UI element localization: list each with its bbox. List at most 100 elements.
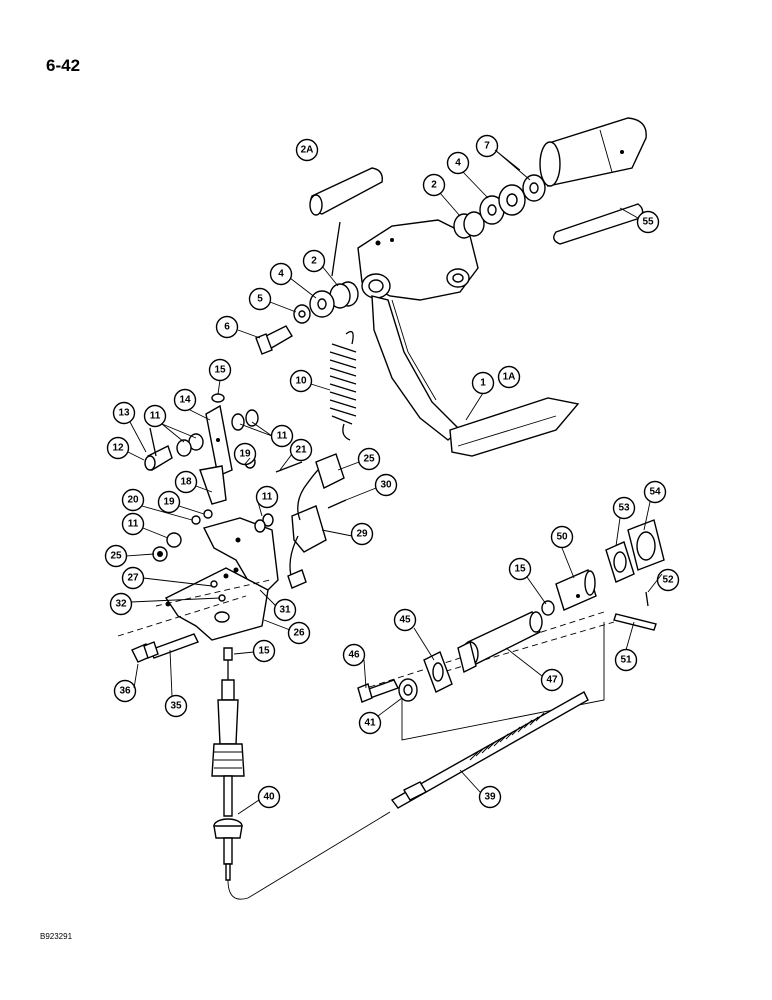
alignment-line-3 <box>359 611 605 691</box>
svg-text:2: 2 <box>311 256 317 267</box>
callout-6: 6 <box>215 315 239 339</box>
callout-32: 32 <box>109 592 133 616</box>
svg-text:11: 11 <box>262 492 273 503</box>
svg-text:14: 14 <box>179 395 191 406</box>
callout-30: 30 <box>374 473 398 497</box>
svg-text:7: 7 <box>484 141 490 152</box>
alignment-line-1 <box>117 595 247 637</box>
callout-55: 55 <box>636 210 660 234</box>
callout-25: 25 <box>357 447 381 471</box>
cylinder-assembly <box>357 519 665 703</box>
switch-bracket <box>164 517 279 641</box>
svg-text:53: 53 <box>618 503 630 514</box>
callout-36: 36 <box>113 679 137 703</box>
svg-text:26: 26 <box>293 628 305 639</box>
svg-text:31: 31 <box>279 605 291 616</box>
svg-text:35: 35 <box>170 701 182 712</box>
svg-text:1: 1 <box>480 378 486 389</box>
pivot-pin-55 <box>553 203 644 245</box>
svg-text:46: 46 <box>348 650 360 661</box>
svg-text:27: 27 <box>127 573 139 584</box>
callout-13: 13 <box>112 401 136 425</box>
callout-5: 5 <box>248 287 272 311</box>
svg-text:51: 51 <box>620 655 632 666</box>
callout-51: 51 <box>614 648 638 672</box>
callout-15: 15 <box>508 557 532 581</box>
callout-2: 2 <box>422 173 446 197</box>
callout-39: 39 <box>478 785 502 809</box>
svg-text:12: 12 <box>112 443 124 454</box>
callout-7: 7 <box>475 134 499 158</box>
svg-text:18: 18 <box>180 477 192 488</box>
svg-text:11: 11 <box>277 431 288 442</box>
pivot-pin-2a <box>309 167 383 216</box>
svg-text:19: 19 <box>163 497 175 508</box>
callout-21: 21 <box>289 438 313 462</box>
svg-text:15: 15 <box>258 646 270 657</box>
callout-15: 15 <box>252 639 276 663</box>
callout-25: 25 <box>104 544 128 568</box>
control-cable <box>211 647 391 900</box>
callout-12: 12 <box>106 436 130 460</box>
svg-text:2A: 2A <box>301 145 314 156</box>
svg-text:40: 40 <box>263 792 275 803</box>
callout-2: 2 <box>302 249 326 273</box>
callout-18: 18 <box>174 470 198 494</box>
bushings-washers-right <box>453 174 546 239</box>
svg-text:47: 47 <box>546 675 558 686</box>
callout-53: 53 <box>612 496 636 520</box>
svg-text:39: 39 <box>484 792 496 803</box>
callout-4: 4 <box>446 151 470 175</box>
svg-text:30: 30 <box>380 480 392 491</box>
callout-46: 46 <box>342 643 366 667</box>
callout-52: 52 <box>656 568 680 592</box>
threaded-rod <box>390 691 589 809</box>
callout-4: 4 <box>269 262 293 286</box>
figure-code: B923291 <box>40 932 73 941</box>
callout-15: 15 <box>208 358 232 382</box>
callout-47: 47 <box>540 668 564 692</box>
svg-text:10: 10 <box>295 376 307 387</box>
hardware-small <box>152 509 274 602</box>
callout-29: 29 <box>350 522 374 546</box>
callout-54: 54 <box>643 480 667 504</box>
leader-lines <box>125 149 663 815</box>
svg-text:50: 50 <box>556 532 568 543</box>
svg-text:4: 4 <box>278 269 284 280</box>
callout-35: 35 <box>164 694 188 718</box>
callout-2a: 2A <box>295 138 319 162</box>
pivot-tube <box>539 117 647 187</box>
callout-11: 11 <box>270 424 294 448</box>
callout-11: 11 <box>255 485 279 509</box>
switch-lever <box>144 393 259 505</box>
callout-26: 26 <box>287 621 311 645</box>
svg-text:1A: 1A <box>503 372 516 383</box>
svg-text:52: 52 <box>662 575 674 586</box>
svg-text:29: 29 <box>356 529 368 540</box>
callout-11: 11 <box>121 512 145 536</box>
svg-text:11: 11 <box>128 519 139 530</box>
callout-50: 50 <box>550 525 574 549</box>
svg-text:55: 55 <box>642 217 654 228</box>
callout-1a: 1A <box>497 365 521 389</box>
callout-20: 20 <box>121 488 145 512</box>
bolt-35-nut-36 <box>131 633 199 663</box>
svg-text:41: 41 <box>364 718 376 729</box>
callout-31: 31 <box>273 598 297 622</box>
svg-text:19: 19 <box>239 449 251 460</box>
svg-text:36: 36 <box>119 686 131 697</box>
callout-27: 27 <box>121 566 145 590</box>
svg-text:2: 2 <box>431 180 437 191</box>
svg-text:32: 32 <box>115 599 127 610</box>
svg-text:15: 15 <box>514 564 526 575</box>
electrical-switch <box>275 453 347 589</box>
svg-text:11: 11 <box>150 411 161 422</box>
callout-45: 45 <box>393 608 417 632</box>
callout-19: 19 <box>233 442 257 466</box>
callout-1: 1 <box>471 371 495 395</box>
svg-text:25: 25 <box>110 551 122 562</box>
svg-text:4: 4 <box>455 158 461 169</box>
page-number: 6-42 <box>46 56 81 75</box>
callout-14: 14 <box>173 388 197 412</box>
